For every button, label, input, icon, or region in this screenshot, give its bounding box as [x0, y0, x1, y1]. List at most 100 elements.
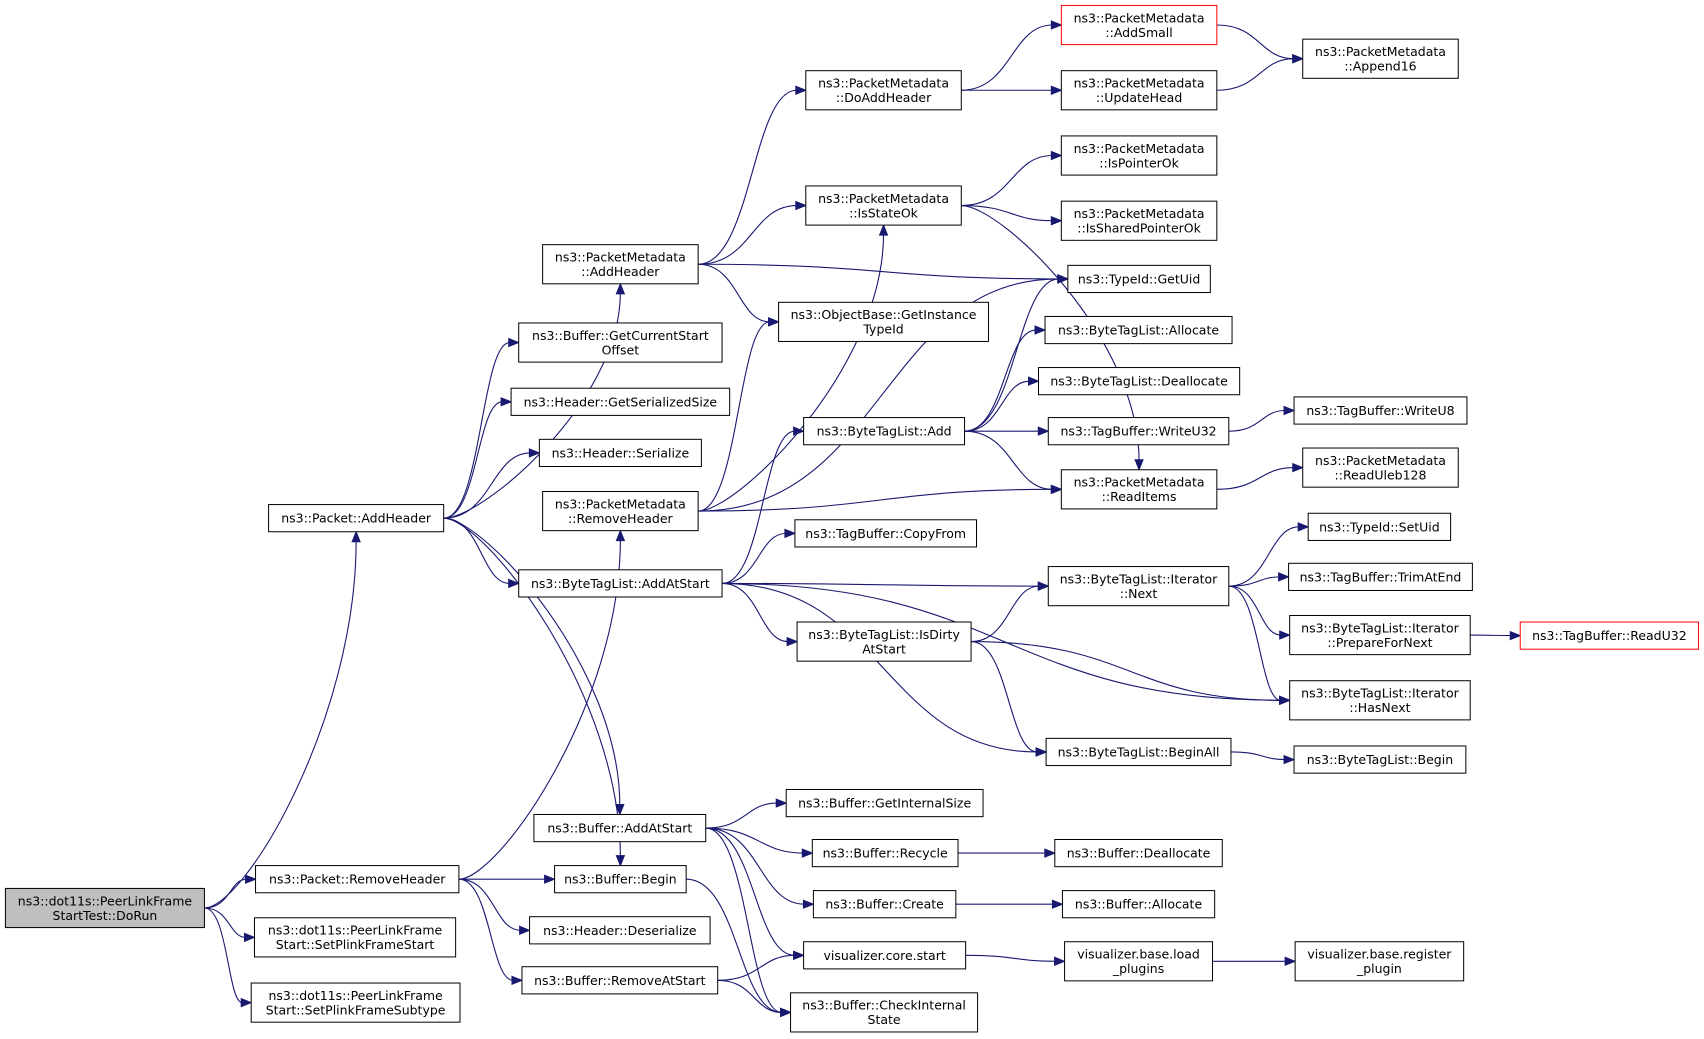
node-pm-addsmall[interactable]: ns3::PacketMetadata::AddSmall [1060, 4, 1218, 46]
edge-line [204, 907, 243, 1004]
node-setplinksubtype[interactable]: ns3::dot11s::PeerLinkFrameStart::SetPlin… [250, 982, 461, 1023]
edge-arrowhead [1297, 522, 1310, 532]
node-vis-core-start[interactable]: visualizer.core.start [803, 941, 967, 970]
node-pm-readitems[interactable]: ns3::PacketMetadata::ReadItems [1060, 469, 1218, 510]
edge-arrowhead [615, 855, 626, 867]
node-buf-getinternalsize[interactable]: ns3::Buffer::GetInternalSize [785, 788, 984, 818]
node-box [1288, 562, 1473, 591]
edge-arrowhead [786, 636, 799, 647]
node-btli-hasnext[interactable]: ns3::ByteTagList::Iterator::HasNext [1289, 680, 1471, 721]
node-pm-append16[interactable]: ns3::PacketMetadata::Append16 [1302, 38, 1459, 79]
node-vis-base-register[interactable]: visualizer.base.register_plugin [1294, 941, 1465, 982]
node-buf-allocate[interactable]: ns3::Buffer::Allocate [1061, 890, 1216, 919]
node-box [1289, 680, 1471, 721]
node-box [538, 438, 702, 468]
node-label: ::AddHeader [581, 264, 660, 279]
node-buf-deallocate[interactable]: ns3::Buffer::Deallocate [1054, 838, 1223, 868]
node-btl-beginall[interactable]: ns3::ByteTagList::BeginAll [1045, 737, 1232, 767]
node-label: ns3::Packet::AddHeader [281, 511, 432, 526]
node-vis-base-load[interactable]: visualizer.base.load_plugins [1064, 941, 1213, 982]
node-tb-writeu8[interactable]: ns3::TagBuffer::WriteU8 [1293, 396, 1468, 425]
node-buf-begin[interactable]: ns3::Buffer::Begin [554, 865, 687, 894]
edge-buf-addatstart-to-buf-checkinternal [705, 827, 792, 1018]
node-box [1060, 135, 1218, 176]
node-btl-begin[interactable]: ns3::ByteTagList::Begin [1293, 745, 1467, 774]
node-label: ns3::TagBuffer::WriteU8 [1306, 403, 1454, 418]
edge-line [1228, 409, 1286, 432]
node-buf-addatstart[interactable]: ns3::Buffer::AddAtStart [533, 813, 707, 843]
node-label: ns3::Buffer::GetCurrentStart [532, 328, 709, 343]
node-setplinkstart[interactable]: ns3::dot11s::PeerLinkFrameStart::SetPlin… [253, 917, 457, 958]
node-label: ns3::PacketMetadata [818, 76, 949, 91]
node-label: ns3::dot11s::PeerLinkFrame [268, 923, 443, 938]
node-pm-addheader[interactable]: ns3::PacketMetadata::AddHeader [542, 244, 699, 285]
node-label: ns3::ByteTagList::Add [817, 424, 952, 439]
node-typeid-getuid[interactable]: ns3::TypeId::GetUid [1067, 264, 1211, 294]
edge-line [1470, 634, 1512, 637]
edge-pkt-removeheader-to-pm-removeheader [458, 529, 626, 880]
node-label: ::PrepareForNext [1327, 635, 1432, 650]
edge-arrowhead [615, 803, 625, 816]
node-pm-issharedpointerok[interactable]: ns3::PacketMetadata::IsSharedPointerOk [1060, 200, 1218, 241]
node-tb-copyfrom[interactable]: ns3::TagBuffer::CopyFrom [794, 519, 978, 548]
node-pm-updatehead[interactable]: ns3::PacketMetadata::UpdateHead [1060, 70, 1218, 111]
node-label: ns3::ByteTagList::Deallocate [1050, 374, 1228, 389]
node-box [518, 322, 723, 363]
node-buf-removeatstart[interactable]: ns3::Buffer::RemoveAtStart [521, 966, 719, 995]
node-pm-removeheader[interactable]: ns3::PacketMetadata::RemoveHeader [542, 491, 699, 532]
edge-btl-beginall-to-btl-begin [1230, 751, 1296, 765]
edge-arrowhead [1037, 426, 1050, 436]
edge-arrowhead [1283, 754, 1296, 765]
node-tb-writeu32[interactable]: ns3::TagBuffer::WriteU32 [1047, 417, 1230, 446]
edge-buf-addatstart-to-vis-core-start [705, 827, 805, 961]
node-hdr-deserialize[interactable]: ns3::Header::Deserialize [529, 916, 711, 945]
edge-arrowhead [780, 1007, 792, 1018]
node-hdr-getsersize[interactable]: ns3::Header::GetSerializedSize [510, 387, 731, 416]
node-pm-readuleb128[interactable]: ns3::PacketMetadata::ReadUleb128 [1302, 447, 1459, 488]
node-box [790, 992, 979, 1033]
edge-arrowhead [528, 448, 541, 458]
node-label: TypeId [862, 322, 903, 337]
node-box [794, 519, 978, 548]
node-btli-prepare[interactable]: ns3::ByteTagList::Iterator::PrepareForNe… [1289, 614, 1471, 656]
node-box [542, 244, 699, 285]
node-pkt-addheader[interactable]: ns3::Packet::AddHeader [268, 504, 445, 533]
edge-line [443, 452, 531, 519]
edge-line [1228, 585, 1281, 701]
edge-line [1216, 467, 1294, 490]
node-pm-doaddheader[interactable]: ns3::PacketMetadata::DoAddHeader [805, 70, 962, 111]
node-buf-create[interactable]: ns3::Buffer::Create [812, 890, 957, 919]
node-btl-deallocate[interactable]: ns3::ByteTagList::Deallocate [1037, 367, 1241, 396]
edge-arrowhead [802, 899, 815, 909]
node-pm-isstateok[interactable]: ns3::PacketMetadata::IsStateOk [805, 185, 962, 226]
node-buf-recycle[interactable]: ns3::Buffer::Recycle [811, 838, 959, 868]
edge-pm-isstateok-to-pm-ispointerok [961, 150, 1063, 207]
edge-pkt-addheader-to-btl-addatstart [443, 517, 521, 589]
node-btli-next[interactable]: ns3::ByteTagList::Iterator::Next [1047, 566, 1230, 607]
node-box [805, 185, 962, 226]
edge-pm-doaddheader-to-pm-updatehead [961, 85, 1063, 95]
edge-arrowhead [245, 874, 257, 884]
node-box [805, 70, 962, 111]
node-btl-add[interactable]: ns3::ByteTagList::Add [803, 417, 966, 446]
node-btl-addatstart[interactable]: ns3::ByteTagList::AddAtStart [518, 569, 723, 598]
edge-line [961, 154, 1053, 207]
node-tb-trimatend[interactable]: ns3::TagBuffer::TrimAtEnd [1288, 562, 1473, 591]
edge-line [971, 641, 1038, 753]
node-box [1064, 941, 1213, 982]
node-pkt-removeheader[interactable]: ns3::Packet::RemoveHeader [255, 865, 460, 894]
node-btl-allocate[interactable]: ns3::ByteTagList::Allocate [1044, 315, 1233, 345]
edge-line [961, 24, 1053, 91]
node-tb-readu32[interactable]: ns3::TagBuffer::ReadU32 [1519, 621, 1700, 650]
node-dorun[interactable]: ns3::dot11s::PeerLinkFrameStartTest::DoR… [4, 887, 205, 929]
node-hdr-serialize[interactable]: ns3::Header::Serialize [538, 438, 702, 468]
edge-arrowhead [784, 528, 797, 539]
node-box [542, 491, 699, 532]
node-label: ::Append16 [1344, 58, 1416, 73]
node-pm-ispointerok[interactable]: ns3::PacketMetadata::IsPointerOk [1060, 135, 1218, 176]
node-typeid-setuid[interactable]: ns3::TypeId::SetUid [1307, 512, 1452, 541]
